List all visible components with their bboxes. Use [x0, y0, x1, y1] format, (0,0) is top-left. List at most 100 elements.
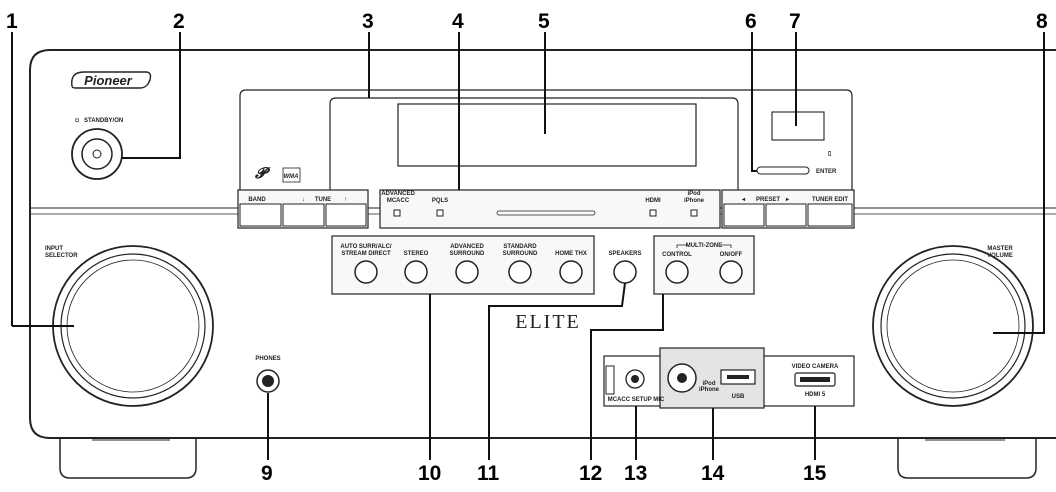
dolby-logo-icon: 𝓟: [254, 166, 271, 182]
callout-9: 9: [261, 462, 273, 485]
leader-6: [751, 32, 757, 172]
usb-label: USB: [732, 394, 745, 400]
tune-up-icon: ↑: [344, 197, 347, 203]
standard-surround-button[interactable]: [508, 260, 532, 284]
pqls-label: PQLS: [432, 198, 448, 204]
ipod-label-2: iPhone: [684, 198, 705, 204]
standby-label: STANDBY/ON: [84, 118, 123, 124]
multizone-onoff-button[interactable]: [719, 260, 743, 284]
pqls-led: [436, 209, 444, 217]
ipod-led: [690, 209, 698, 217]
auto-surr-label-2: STREAM DIRECT: [341, 251, 391, 257]
multizone-control-label: CONTROL: [662, 252, 692, 258]
band-button[interactable]: [239, 203, 282, 227]
callout-5: 5: [538, 10, 550, 33]
input-selector-knob[interactable]: [52, 245, 214, 407]
wma-logo-text: WMA: [284, 174, 299, 180]
chassis-outline: [29, 49, 1056, 439]
ipod-iphone-label-2: iPhone: [699, 387, 720, 393]
advanced-mcacc-led: [393, 209, 401, 217]
input-selector-label-1: INPUT: [45, 246, 63, 252]
advanced-surround-label-2: SURROUND: [450, 251, 485, 257]
phones-jack[interactable]: [256, 369, 280, 393]
callout-13: 13: [624, 462, 648, 485]
callout-2: 2: [173, 10, 185, 33]
enter-button[interactable]: [756, 166, 810, 175]
callout-4: 4: [452, 10, 464, 33]
elite-logo: ELITE: [515, 311, 581, 333]
callout-8: 8: [1036, 10, 1048, 33]
master-volume-label-1: MASTER: [987, 246, 1013, 252]
remote-sensor-window: [771, 111, 825, 141]
left-foot: [59, 438, 197, 479]
hdmi5-label: HDMI 5: [805, 392, 826, 398]
standard-surround-label-2: SURROUND: [503, 251, 538, 257]
wma-logo-icon: [282, 167, 301, 183]
callout-14: 14: [701, 462, 725, 485]
leader-11: [488, 282, 626, 460]
callout-3: 3: [362, 10, 374, 33]
ipod-jack[interactable]: [667, 363, 697, 393]
preset-down-icon: ◂: [741, 197, 746, 203]
enter-label: ENTER: [816, 169, 837, 175]
home-thx-button[interactable]: [559, 260, 583, 284]
callout-11: 11: [477, 462, 500, 485]
usb-port-tongue: [727, 375, 749, 379]
callout-6: 6: [745, 10, 757, 33]
tune-label: TUNE: [315, 197, 331, 203]
stereo-label: STEREO: [404, 251, 429, 257]
master-volume-knob[interactable]: [872, 245, 1034, 407]
tuner-edit-label: TUNER EDIT: [812, 197, 848, 203]
door-hinge: [605, 365, 615, 395]
leader-lines: [11, 32, 1045, 460]
standard-surround-label-1: STANDARD: [503, 244, 537, 250]
tuner-edit-button[interactable]: [807, 203, 853, 227]
advanced-surround-label-1: ADVANCED: [450, 244, 484, 250]
multizone-title: MULTI-ZONE: [686, 243, 723, 249]
preset-label: PRESET: [756, 197, 780, 203]
preset-up-icon: ▸: [785, 197, 790, 203]
hdmi5-port-pins: [800, 377, 830, 382]
speakers-button[interactable]: [613, 260, 637, 284]
mcacc-mic-label: MCACC SETUP MIC: [608, 397, 665, 403]
iphone-indicator-icon: ▯: [828, 151, 831, 157]
master-volume-label-2: VOLUME: [987, 253, 1013, 259]
multizone-control-button[interactable]: [665, 260, 689, 284]
ipod-label-1: iPod: [688, 191, 701, 197]
indicator-strip: [379, 189, 721, 229]
leader-12: [590, 294, 664, 460]
callout-1: 1: [6, 10, 18, 33]
leader-2: [122, 32, 181, 159]
band-label: BAND: [248, 197, 266, 203]
multizone-bracket: [676, 244, 732, 248]
advanced-surround-button[interactable]: [455, 260, 479, 284]
standby-on-button[interactable]: [71, 128, 123, 180]
multizone-onoff-label: ON/OFF: [720, 252, 743, 258]
callout-10: 10: [418, 462, 442, 485]
home-thx-label: HOME THX: [555, 251, 587, 257]
auto-surr-button[interactable]: [354, 260, 378, 284]
tune-down-icon: ↓: [302, 197, 305, 203]
bracket-3: [329, 97, 739, 190]
input-selector-label-2: SELECTOR: [45, 253, 78, 259]
hdmi-label: HDMI: [645, 198, 661, 204]
auto-surr-label-1: AUTO SURR/ALC/: [340, 244, 392, 250]
tune-down-button[interactable]: [282, 203, 325, 227]
main-display: [397, 103, 697, 167]
disc-slot: [496, 210, 596, 216]
pioneer-logo: Pioneer: [71, 71, 152, 89]
standby-power-icon: ⏻: [75, 118, 79, 124]
stereo-button[interactable]: [404, 260, 428, 284]
video-camera-label: VIDEO CAMERA: [792, 364, 839, 370]
preset-up-button[interactable]: [765, 203, 807, 227]
tune-up-button[interactable]: [325, 203, 367, 227]
right-foot: [897, 438, 1037, 479]
advanced-mcacc-label-2: MCACC: [387, 198, 410, 204]
preset-down-button[interactable]: [723, 203, 765, 227]
brand-logo-text: Pioneer: [84, 73, 133, 88]
mcacc-mic-jack[interactable]: [625, 369, 645, 389]
callout-12: 12: [579, 462, 603, 485]
hdmi-led: [649, 209, 657, 217]
